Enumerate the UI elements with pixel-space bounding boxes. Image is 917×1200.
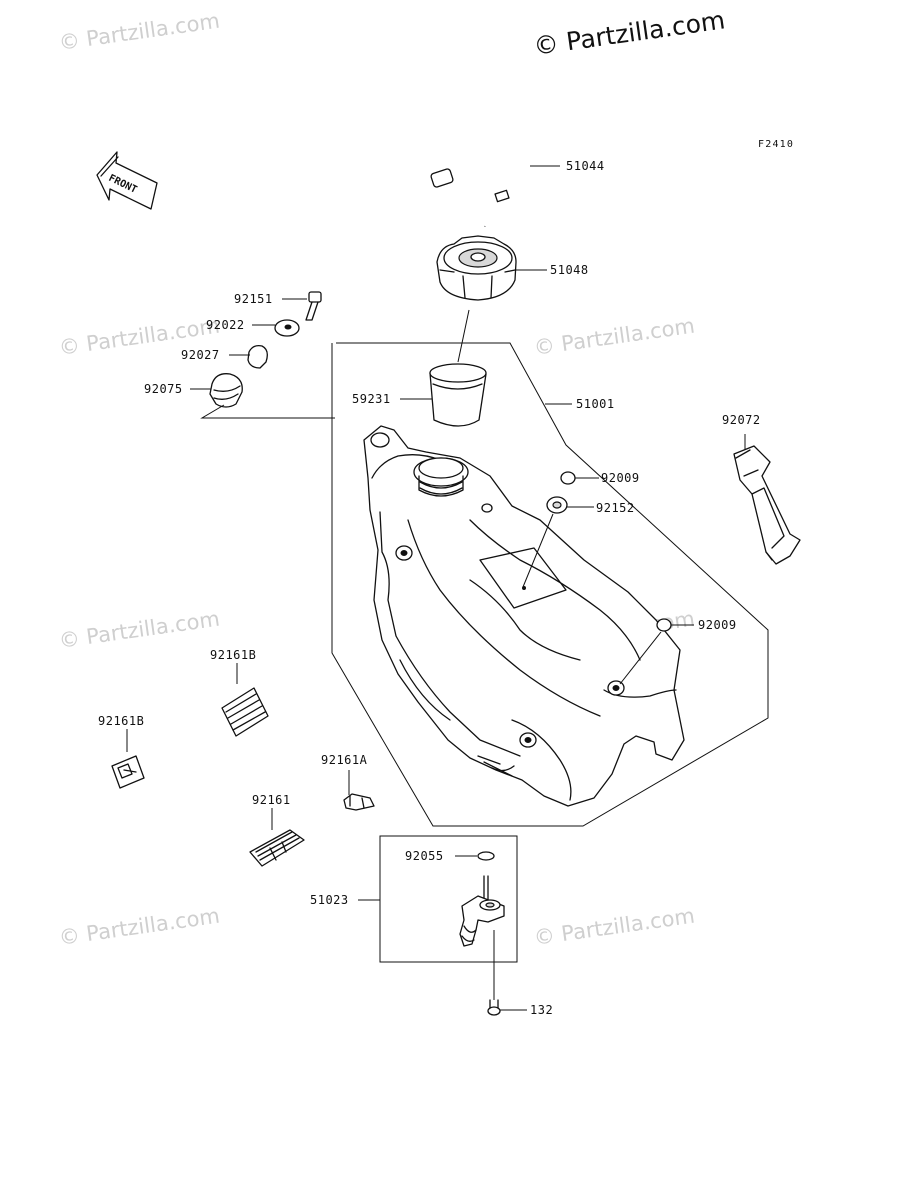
pad-92161A bbox=[343, 793, 375, 811]
label-92072[interactable]: 92072 bbox=[722, 413, 761, 427]
label-132[interactable]: 132 bbox=[530, 1003, 553, 1017]
breather-hose-51044 bbox=[430, 153, 532, 227]
label-59231[interactable]: 59231 bbox=[352, 392, 391, 406]
label-51044[interactable]: 51044 bbox=[566, 159, 605, 173]
watermark-3: © Partzilla.com bbox=[532, 314, 696, 360]
oring-92055 bbox=[477, 851, 495, 861]
mount-boss-right bbox=[607, 680, 625, 696]
label-92152[interactable]: 92152 bbox=[596, 501, 635, 515]
washer-92022 bbox=[274, 319, 300, 337]
label-51001[interactable]: 51001 bbox=[576, 397, 615, 411]
fuel-tank-51001 bbox=[363, 425, 685, 807]
top-boss bbox=[481, 503, 493, 513]
watermark-top: © Partzilla.com bbox=[532, 5, 727, 61]
plug-92009-a bbox=[560, 471, 576, 485]
label-92161B-upper[interactable]: 92161B bbox=[210, 648, 256, 662]
part-labels: 51044 51048 92151 92022 92027 92075 5923… bbox=[98, 159, 761, 1017]
pad-92161 bbox=[249, 829, 305, 867]
mount-boss-rear bbox=[519, 732, 537, 748]
fuel-cock-51023 bbox=[459, 875, 505, 947]
label-92027[interactable]: 92027 bbox=[181, 348, 220, 362]
collar-92027 bbox=[247, 344, 268, 369]
rubber-strap-92072 bbox=[733, 445, 801, 565]
label-92009-a[interactable]: 92009 bbox=[601, 471, 640, 485]
bolt-92151 bbox=[305, 291, 322, 321]
mount-boss-left bbox=[395, 545, 413, 561]
watermark-4: © Partzilla.com bbox=[57, 607, 221, 653]
label-51023[interactable]: 51023 bbox=[310, 893, 349, 907]
label-92022[interactable]: 92022 bbox=[206, 318, 245, 332]
damper-92075 bbox=[209, 373, 243, 408]
watermark-7: © Partzilla.com bbox=[532, 904, 696, 950]
label-92075[interactable]: 92075 bbox=[144, 382, 183, 396]
label-92151[interactable]: 92151 bbox=[234, 292, 273, 306]
pad-92161B-upper bbox=[221, 687, 269, 737]
label-92161[interactable]: 92161 bbox=[252, 793, 291, 807]
label-51048[interactable]: 51048 bbox=[550, 263, 589, 277]
watermark-1: © Partzilla.com bbox=[57, 9, 221, 55]
front-arrow-icon: FRONT bbox=[96, 151, 158, 210]
watermark-6: © Partzilla.com bbox=[57, 904, 221, 950]
diagram-code: F2410 bbox=[758, 139, 794, 150]
label-92055[interactable]: 92055 bbox=[405, 849, 444, 863]
label-92009-b[interactable]: 92009 bbox=[698, 618, 737, 632]
strainer-59231 bbox=[429, 363, 487, 427]
label-92161A[interactable]: 92161A bbox=[321, 753, 368, 767]
label-92161B-lower[interactable]: 92161B bbox=[98, 714, 144, 728]
fuel-cap-51048 bbox=[436, 235, 517, 301]
grommet-92152 bbox=[546, 496, 568, 514]
plug-92009-b bbox=[656, 618, 672, 632]
pad-92161B-lower bbox=[111, 755, 145, 789]
screw-132 bbox=[487, 999, 501, 1016]
